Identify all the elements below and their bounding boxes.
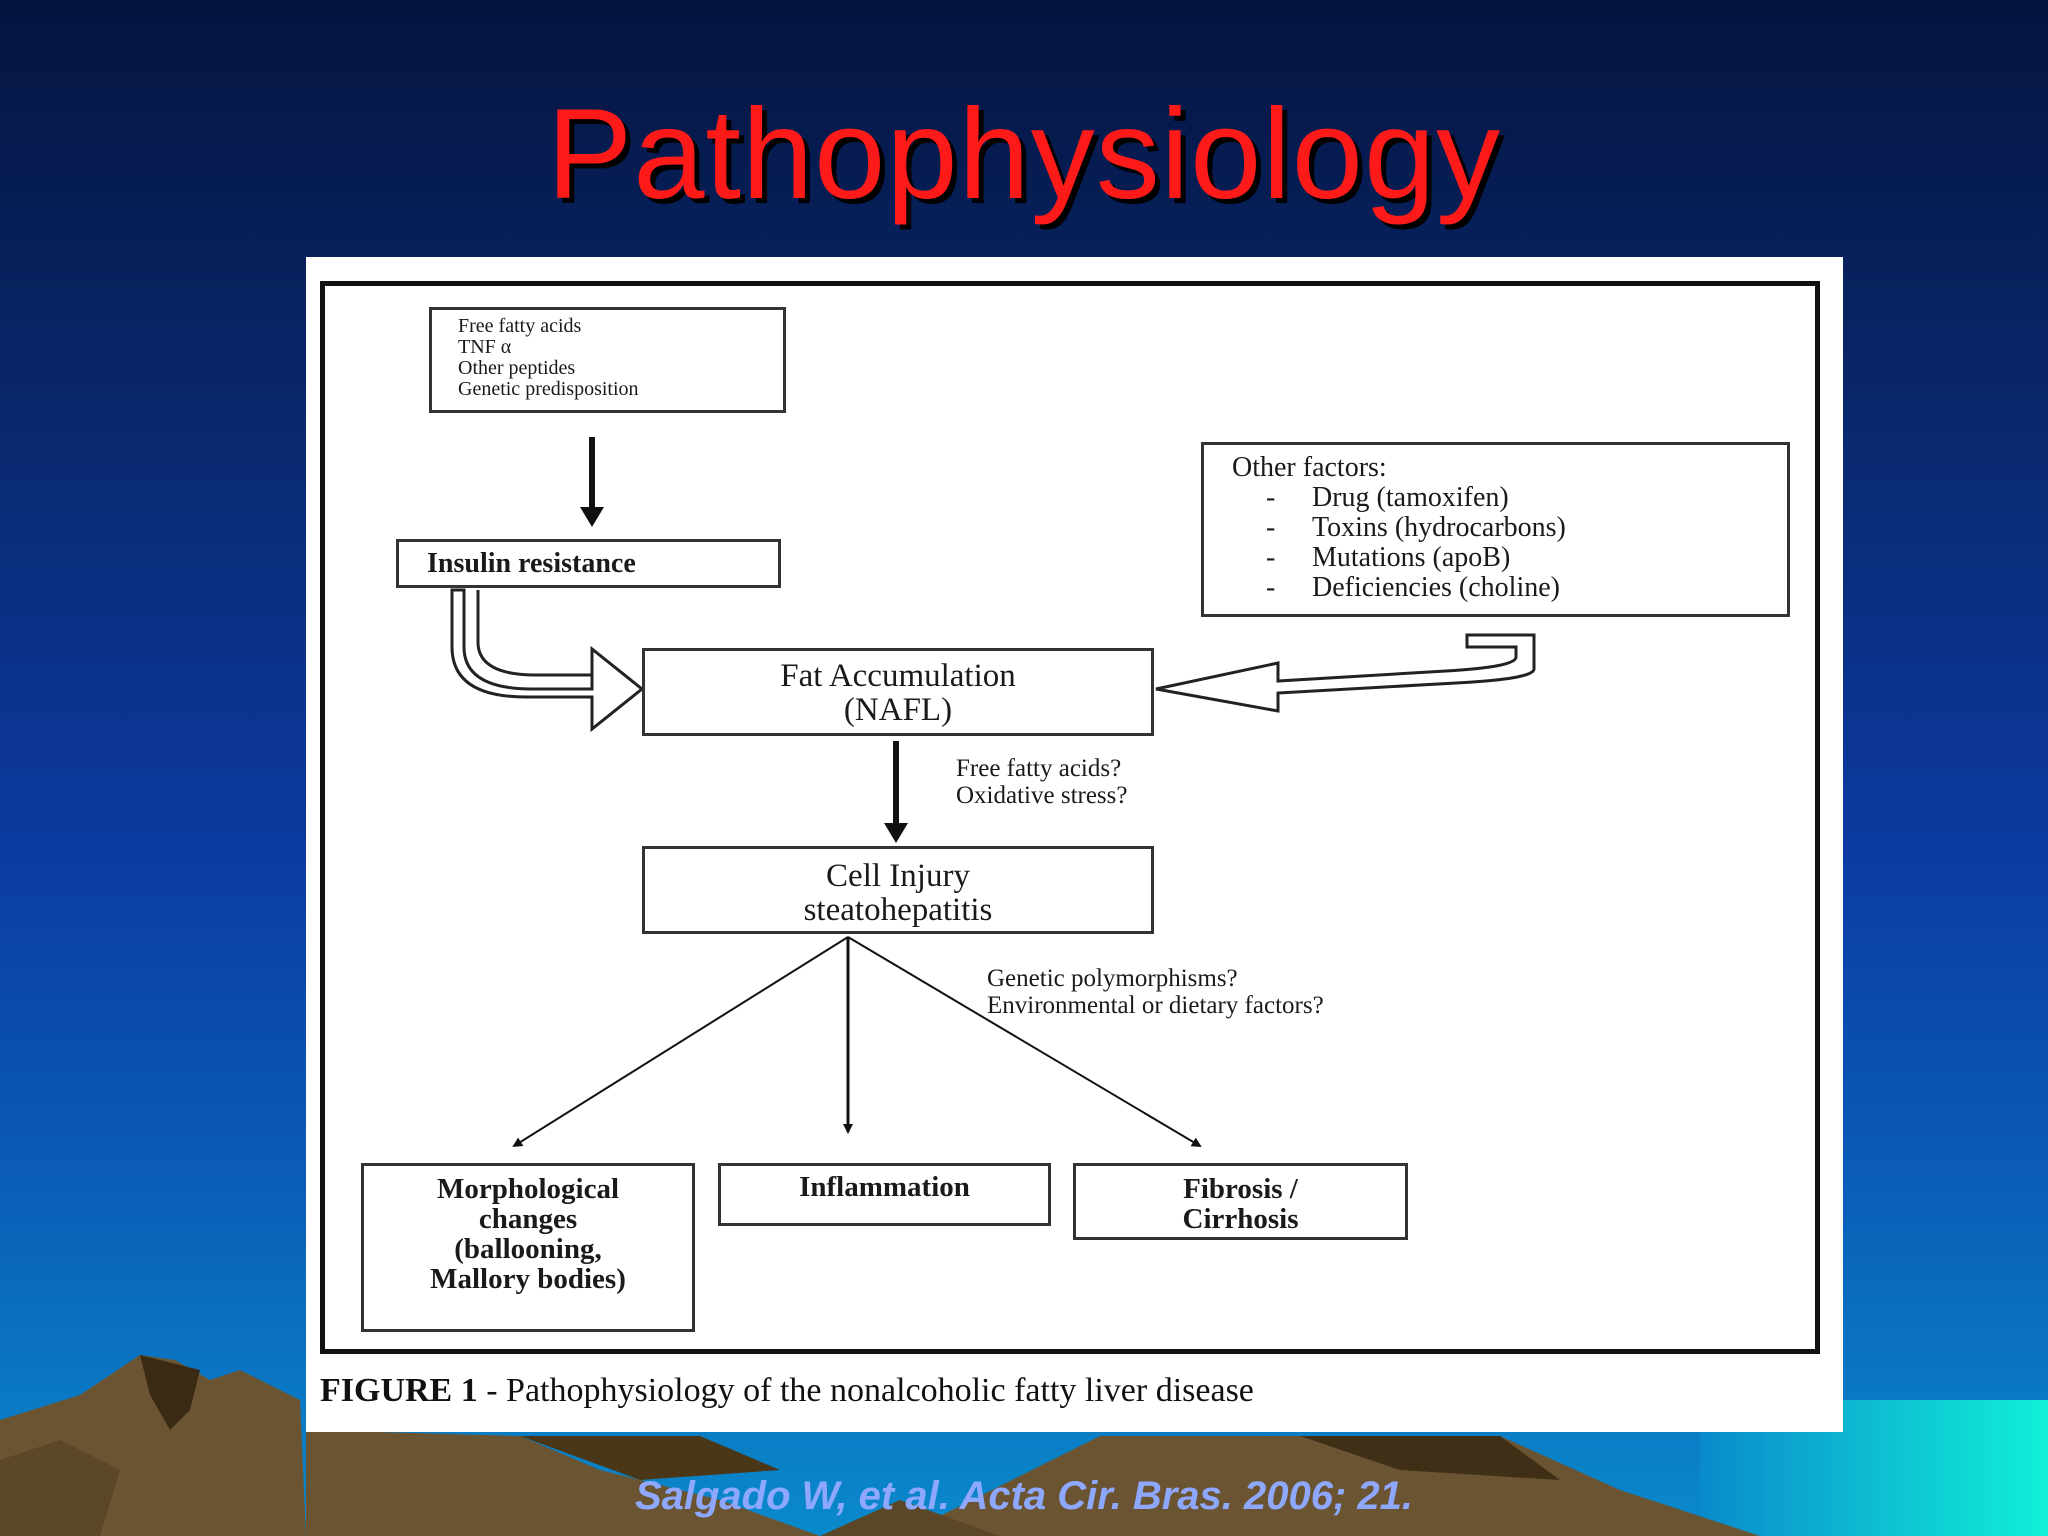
figure-frame — [320, 281, 1820, 1354]
arrow-to-fibrosis — [847, 936, 1202, 1148]
factor-item: -Drug (tamoxifen) — [1266, 482, 1509, 513]
figure-caption: FIGURE 1 - Pathophysiology of the nonalc… — [320, 1372, 1830, 1410]
note-oxidative: Free fatty acids? Oxidative stress? — [956, 755, 1127, 809]
trigger-2: TNF α — [458, 336, 512, 358]
box-fat-accumulation: Fat Accumulation (NAFL) — [642, 648, 1154, 736]
arrow-insulin-to-fat — [450, 588, 645, 733]
box-triggers: Free fatty acids TNF α Other peptides Ge… — [429, 307, 786, 413]
slide-title: Pathophysiology — [546, 83, 1502, 226]
box-inflammation: Inflammation — [718, 1163, 1051, 1226]
note-oxidative-line2: Oxidative stress? — [956, 782, 1128, 809]
fibrosis-line2: Cirrhosis — [1182, 1203, 1299, 1235]
box-insulin-resistance: Insulin resistance — [396, 539, 781, 588]
factor-item: -Deficiencies (choline) — [1266, 572, 1560, 603]
box-cell-injury: Cell Injury steatohepatitis — [642, 846, 1154, 934]
citation: Salgado W, et al. Acta Cir. Bras. 2006; … — [634, 1474, 1414, 1518]
trigger-3: Other peptides — [458, 357, 576, 379]
arrow-fat-to-cell-injury — [884, 741, 908, 843]
note-genetic: Genetic polymorphisms? Environmental or … — [987, 965, 1324, 1019]
morphological-line2: changes — [478, 1203, 578, 1235]
cell-injury-line2: steatohepatitis — [803, 892, 993, 928]
flow-arrows — [450, 437, 1536, 1148]
note-genetic-line2: Environmental or dietary factors? — [987, 992, 1324, 1019]
note-oxidative-line1: Free fatty acids? — [956, 755, 1122, 782]
figure-panel: Free fatty acids TNF α Other peptides Ge… — [306, 257, 1843, 1432]
note-genetic-line1: Genetic polymorphisms? — [987, 965, 1238, 992]
arrow-insulin-to-fat-outline — [476, 590, 592, 677]
box-other-factors: Other factors: -Drug (tamoxifen) -Toxins… — [1201, 442, 1790, 617]
cell-injury-line1: Cell Injury — [826, 858, 970, 894]
morphological-line4: Mallory bodies) — [430, 1263, 626, 1295]
fat-accumulation-line2: (NAFL) — [843, 692, 953, 728]
factor-item: -Toxins (hydrocarbons) — [1266, 512, 1566, 543]
trigger-1: Free fatty acids — [458, 315, 582, 337]
other-factors-heading: Other factors: — [1232, 452, 1387, 483]
trigger-4: Genetic predisposition — [458, 378, 639, 400]
factor-item: -Mutations (apoB) — [1266, 542, 1511, 573]
caption-text: - Pathophysiology of the nonalcoholic fa… — [477, 1372, 1254, 1409]
fibrosis-line1: Fibrosis / — [1183, 1173, 1298, 1205]
morphological-line1: Morphological — [436, 1173, 620, 1205]
caption-label: FIGURE 1 — [320, 1372, 478, 1409]
morphological-line3: (ballooning, — [454, 1233, 602, 1265]
arrow-factors-to-fat — [1155, 633, 1536, 713]
arrow-triggers-to-insulin — [580, 437, 604, 527]
arrow-to-morphological — [512, 936, 849, 1148]
fat-accumulation-line1: Fat Accumulation — [780, 658, 1016, 694]
box-morphological: Morphological changes (ballooning, Mallo… — [361, 1163, 695, 1332]
box-fibrosis: Fibrosis / Cirrhosis — [1073, 1163, 1408, 1240]
